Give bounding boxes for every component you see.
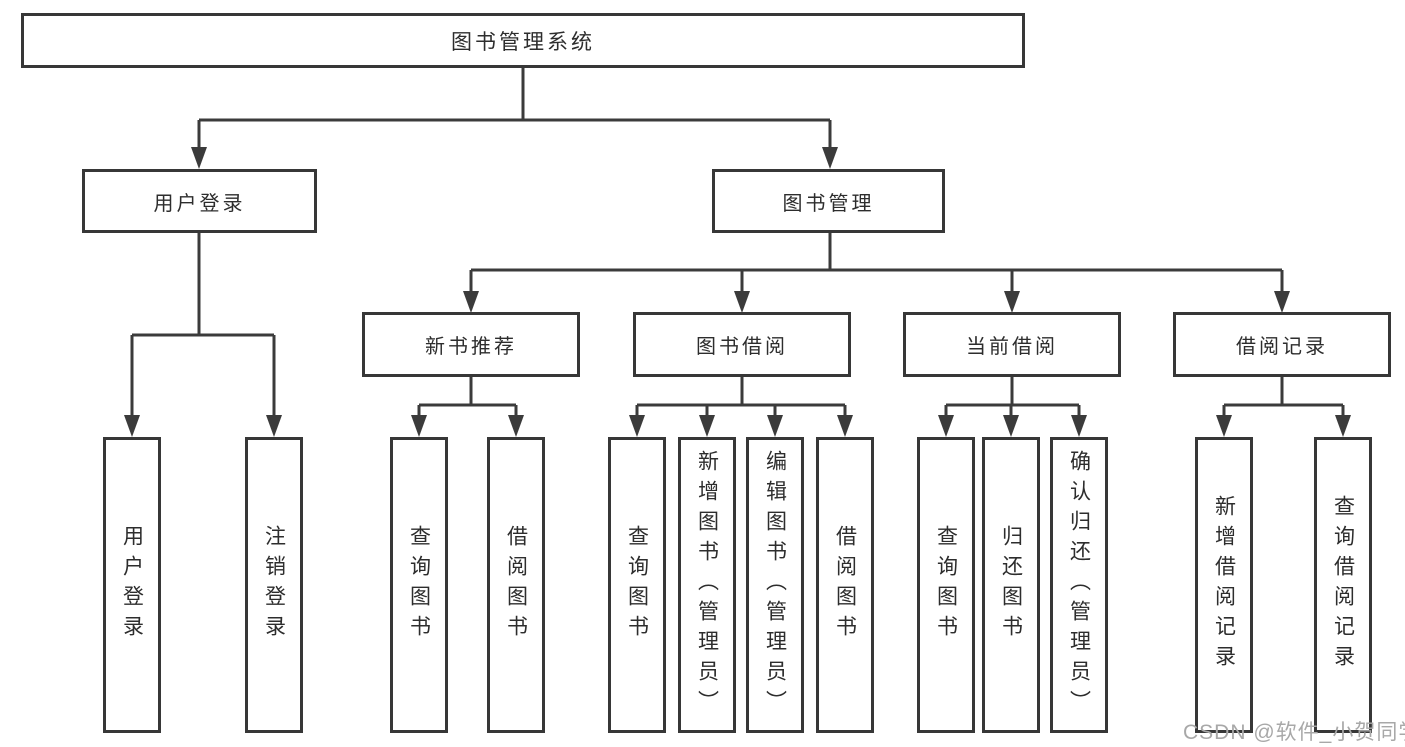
arrowhead <box>734 291 750 313</box>
arrowhead <box>1071 415 1087 437</box>
arrowhead <box>1274 291 1290 313</box>
leaf-add-books-admin: 新增图书（管理员） <box>678 437 736 733</box>
leaf-query-books-current: 查询图书 <box>917 437 975 733</box>
node-borrow-records: 借阅记录 <box>1173 312 1391 377</box>
connector-bookmgmt-to-level3 <box>469 233 1284 297</box>
arrowhead <box>1004 291 1020 313</box>
leaf-query-borrow-record: 查询借阅记录 <box>1314 437 1372 733</box>
leaf-label: 注销登录 <box>262 525 286 645</box>
leaf-user-login: 用户登录 <box>103 437 161 733</box>
leaf-label: 查询借阅记录 <box>1331 495 1355 675</box>
leaf-add-borrow-record: 新增借阅记录 <box>1195 437 1253 733</box>
csdn-watermark: CSDN @软件_小贺同学 <box>1183 721 1405 744</box>
leaf-label: 查询图书 <box>407 525 431 645</box>
connector-borrow-to-leaves <box>635 377 847 420</box>
leaf-borrow-books-recommend: 借阅图书 <box>487 437 545 733</box>
leaf-label: 确认归还（管理员） <box>1067 450 1091 720</box>
leaf-label: 新增图书（管理员） <box>695 450 719 720</box>
leaf-query-books-borrowing: 查询图书 <box>608 437 666 733</box>
leaf-label: 归还图书 <box>999 525 1023 645</box>
arrowhead <box>767 415 783 437</box>
node-book-management: 图书管理 <box>712 169 945 233</box>
leaf-label: 查询图书 <box>625 525 649 645</box>
connector-userlogin-to-leaves <box>130 233 276 420</box>
connector-root-to-level2 <box>197 68 832 150</box>
arrowhead <box>629 415 645 437</box>
node-current-borrowing: 当前借阅 <box>903 312 1121 377</box>
connector-current-to-leaves <box>944 377 1081 420</box>
arrowhead <box>124 415 140 437</box>
node-root-library-system: 图书管理系统 <box>21 13 1025 68</box>
leaf-confirm-return-admin: 确认归还（管理员） <box>1050 437 1108 733</box>
connector-records-to-leaves <box>1222 377 1345 420</box>
leaf-label: 借阅图书 <box>833 525 857 645</box>
leaf-label: 查询图书 <box>934 525 958 645</box>
arrowhead <box>508 415 524 437</box>
arrowhead <box>938 415 954 437</box>
leaf-return-books: 归还图书 <box>982 437 1040 733</box>
arrowhead <box>191 147 207 169</box>
arrowhead <box>1216 415 1232 437</box>
leaf-label: 借阅图书 <box>504 525 528 645</box>
leaf-query-books-recommend: 查询图书 <box>390 437 448 733</box>
arrowhead <box>822 147 838 169</box>
connector-newbook-to-leaves <box>417 377 518 420</box>
arrowhead <box>266 415 282 437</box>
leaf-label: 新增借阅记录 <box>1212 495 1236 675</box>
arrowhead <box>411 415 427 437</box>
leaf-label: 编辑图书（管理员） <box>763 450 787 720</box>
node-user-login: 用户登录 <box>82 169 317 233</box>
leaf-logout: 注销登录 <box>245 437 303 733</box>
arrowhead <box>1003 415 1019 437</box>
node-book-borrowing: 图书借阅 <box>633 312 851 377</box>
leaf-label: 用户登录 <box>120 525 144 645</box>
node-new-book-recommend: 新书推荐 <box>362 312 580 377</box>
leaf-borrow-books: 借阅图书 <box>816 437 874 733</box>
arrowhead <box>1335 415 1351 437</box>
arrowhead <box>699 415 715 437</box>
arrowheads <box>124 147 1351 437</box>
arrowhead <box>837 415 853 437</box>
leaf-edit-books-admin: 编辑图书（管理员） <box>746 437 804 733</box>
arrowhead <box>463 291 479 313</box>
